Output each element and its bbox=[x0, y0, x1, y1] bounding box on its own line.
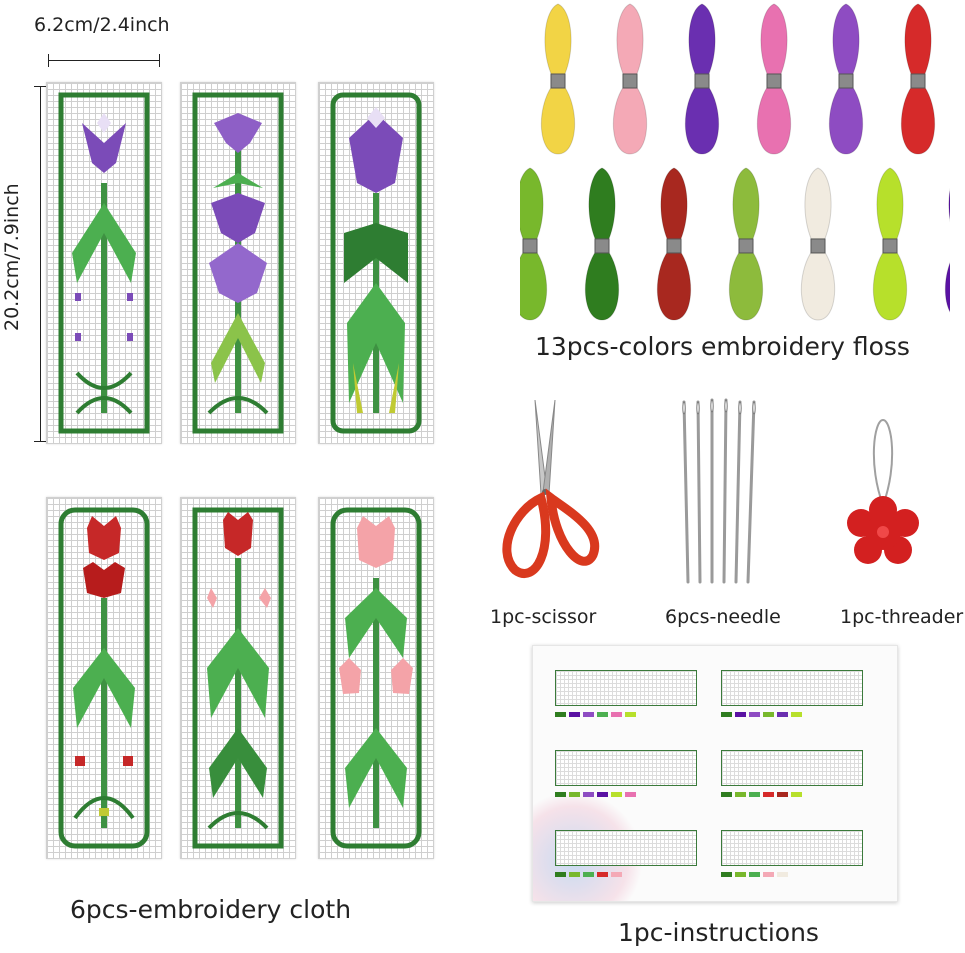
scissor-image bbox=[502, 400, 600, 578]
color-swatches-6 bbox=[721, 872, 788, 877]
pattern-preview-5 bbox=[555, 830, 697, 866]
width-dimension-label: 6.2cm/2.4inch bbox=[34, 14, 170, 36]
floss-skein-7 bbox=[520, 167, 548, 321]
pattern-preview-6 bbox=[721, 830, 863, 866]
caption-needle: 6pcs-needle bbox=[665, 606, 781, 628]
floss-row-2 bbox=[520, 167, 950, 321]
embroidery-floss-group bbox=[520, 3, 950, 321]
threader-image bbox=[847, 418, 919, 564]
embroidery-cloth-tulip-2 bbox=[180, 497, 296, 859]
embroidery-cloth-iris-2 bbox=[180, 82, 296, 444]
pattern-preview-1 bbox=[555, 670, 697, 706]
floss-skein-2 bbox=[612, 3, 648, 155]
color-swatches-1 bbox=[555, 712, 636, 717]
embroidery-cloth-iris-1 bbox=[46, 82, 162, 444]
color-swatches-4 bbox=[721, 792, 802, 797]
height-dimension-line bbox=[34, 86, 47, 442]
floss-skein-12 bbox=[872, 167, 908, 321]
embroidery-cloth-tulip-3 bbox=[318, 497, 434, 859]
color-swatches-2 bbox=[721, 712, 802, 717]
pattern-preview-4 bbox=[721, 750, 863, 786]
embroidery-cloth-tulip-1 bbox=[46, 497, 162, 859]
caption-embroidery-cloth: 6pcs-embroidery cloth bbox=[70, 895, 352, 924]
pattern-preview-3 bbox=[555, 750, 697, 786]
caption-embroidery-floss: 13pcs-colors embroidery floss bbox=[535, 332, 910, 361]
floss-skein-11 bbox=[800, 167, 836, 321]
height-dimension-label: 20.2cm/7.9inch bbox=[1, 183, 23, 331]
needles-image bbox=[682, 398, 756, 584]
caption-scissor: 1pc-scissor bbox=[490, 606, 597, 628]
instructions-sheet bbox=[532, 645, 898, 902]
floss-row-1 bbox=[540, 3, 936, 155]
floss-skein-9 bbox=[656, 167, 692, 321]
color-swatches-3 bbox=[555, 792, 636, 797]
embroidery-cloth-iris-3 bbox=[318, 82, 434, 444]
caption-instructions: 1pc-instructions bbox=[618, 918, 819, 947]
pattern-preview-2 bbox=[721, 670, 863, 706]
floss-skein-13 bbox=[944, 187, 950, 313]
floss-skein-10 bbox=[728, 167, 764, 321]
floss-skein-5 bbox=[828, 3, 864, 155]
floss-skein-1 bbox=[540, 3, 576, 155]
floss-skein-8 bbox=[584, 167, 620, 321]
floss-skein-6 bbox=[900, 3, 936, 155]
width-dimension-line bbox=[48, 54, 160, 67]
floss-skein-4 bbox=[756, 3, 792, 155]
caption-threader: 1pc-threader bbox=[840, 606, 964, 628]
color-swatches-5 bbox=[555, 872, 622, 877]
floss-skein-3 bbox=[684, 3, 720, 155]
